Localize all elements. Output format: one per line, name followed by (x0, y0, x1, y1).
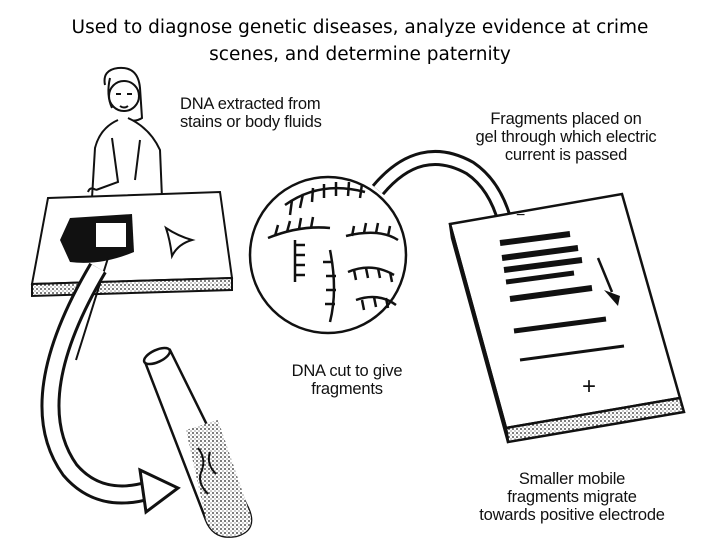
label-fragments-gel-line-1: Fragments placed on (456, 110, 676, 128)
label-migrate-line-3: towards positive electrode (454, 506, 690, 524)
label-dna-cut-line-1: DNA cut to give (272, 362, 422, 380)
label-dna-cut-line-2: fragments (272, 380, 422, 398)
gel-negative-sign: − (516, 207, 525, 224)
label-fragments-gel-line-2: gel through which electric (456, 128, 676, 146)
label-migrate: Smaller mobile fragments migrate towards… (454, 470, 690, 524)
gel-positive-sign: + (582, 373, 596, 400)
label-dna-extracted-line-1: DNA extracted from (180, 95, 322, 113)
test-tube (142, 345, 251, 537)
gel-slab (450, 194, 684, 442)
scientist-figure (88, 68, 162, 198)
label-migrate-line-2: fragments migrate (454, 488, 690, 506)
dna-fragments-circle (250, 177, 406, 333)
label-dna-extracted-line-2: stains or body fluids (180, 113, 322, 131)
label-migrate-line-1: Smaller mobile (454, 470, 690, 488)
label-fragments-gel: Fragments placed on gel through which el… (456, 110, 676, 164)
stain-sample (60, 214, 134, 263)
label-fragments-gel-line-3: current is passed (456, 146, 676, 164)
label-dna-cut: DNA cut to give fragments (272, 362, 422, 398)
label-dna-extracted: DNA extracted from stains or body fluids (180, 95, 322, 131)
